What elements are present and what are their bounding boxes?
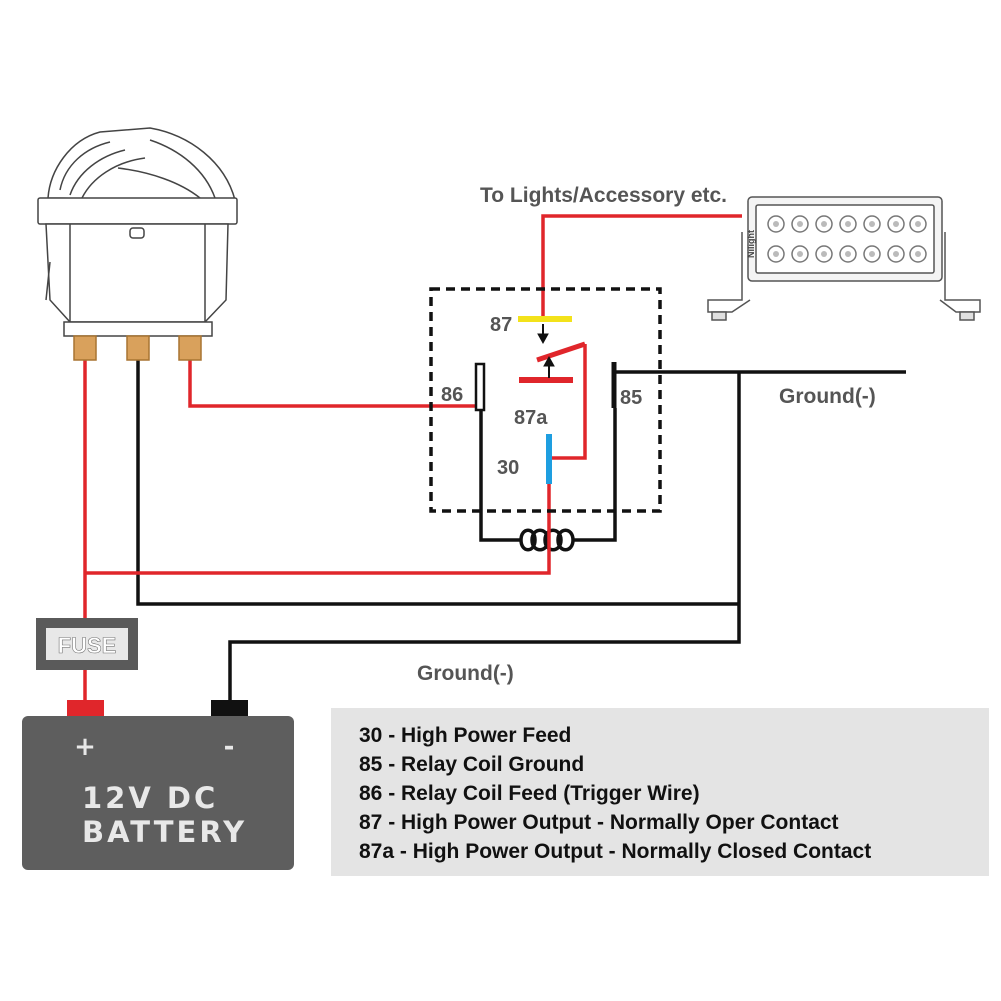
switch-terminal bbox=[178, 335, 202, 361]
terminal-87-label: 87 bbox=[490, 314, 512, 336]
black-wires bbox=[136, 360, 906, 700]
switch-ground-wire bbox=[136, 360, 739, 606]
terminal-86-label: 86 bbox=[441, 384, 463, 406]
battery-plus-sign: + bbox=[74, 732, 96, 762]
legend-item: 86 - Relay Coil Feed (Trigger Wire) bbox=[359, 782, 700, 805]
fuse-label: FUSE bbox=[58, 633, 117, 658]
relay-contact-arm bbox=[536, 341, 586, 363]
ground-label-bottom: Ground(-) bbox=[417, 662, 514, 685]
legend-item: 87a - High Power Output - Normally Close… bbox=[359, 840, 871, 863]
coil-right-wire bbox=[573, 408, 617, 542]
trigger-wire bbox=[188, 360, 478, 408]
battery-label-line2: BATTERY bbox=[82, 815, 247, 849]
rocker-switch-icon bbox=[37, 127, 238, 361]
switch-terminal bbox=[73, 335, 97, 361]
terminal-87a-label: 87a bbox=[514, 407, 548, 429]
terminal-86-bar bbox=[474, 362, 486, 412]
legend-item: 85 - Relay Coil Ground bbox=[359, 753, 584, 776]
relay-feed-wire bbox=[85, 484, 551, 575]
led-light-bar-icon: Nilight bbox=[707, 196, 981, 321]
legend-panel: 30 - High Power Feed 85 - Relay Coil Gro… bbox=[331, 708, 989, 876]
red-wires bbox=[83, 214, 742, 700]
battery-icon: + - 12V DC BATTERY bbox=[22, 700, 294, 870]
relay-arm-wire bbox=[551, 344, 587, 460]
ground-label-right: Ground(-) bbox=[779, 385, 876, 408]
battery-positive-post bbox=[67, 700, 104, 718]
coil-icon bbox=[519, 528, 575, 552]
fuse-icon: FUSE bbox=[36, 618, 138, 670]
ground-trunk-wire bbox=[228, 372, 741, 700]
switch-terminal bbox=[126, 335, 150, 361]
contact-arrows bbox=[537, 324, 555, 378]
lightbar-brand: Nilight bbox=[746, 230, 756, 258]
terminal-30-label: 30 bbox=[497, 457, 519, 479]
legend-item: 87 - High Power Output - Normally Oper C… bbox=[359, 811, 839, 834]
accessory-output-wire bbox=[541, 214, 742, 316]
legend-background bbox=[331, 708, 989, 876]
battery-label-line1: 12V DC bbox=[82, 781, 218, 815]
terminal-85-label: 85 bbox=[620, 387, 642, 409]
battery-negative-post bbox=[211, 700, 248, 718]
battery-minus-sign: - bbox=[224, 732, 235, 762]
legend-item: 30 - High Power Feed bbox=[359, 724, 571, 747]
accessory-label: To Lights/Accessory etc. bbox=[480, 184, 727, 207]
coil-left-wire bbox=[479, 408, 521, 542]
